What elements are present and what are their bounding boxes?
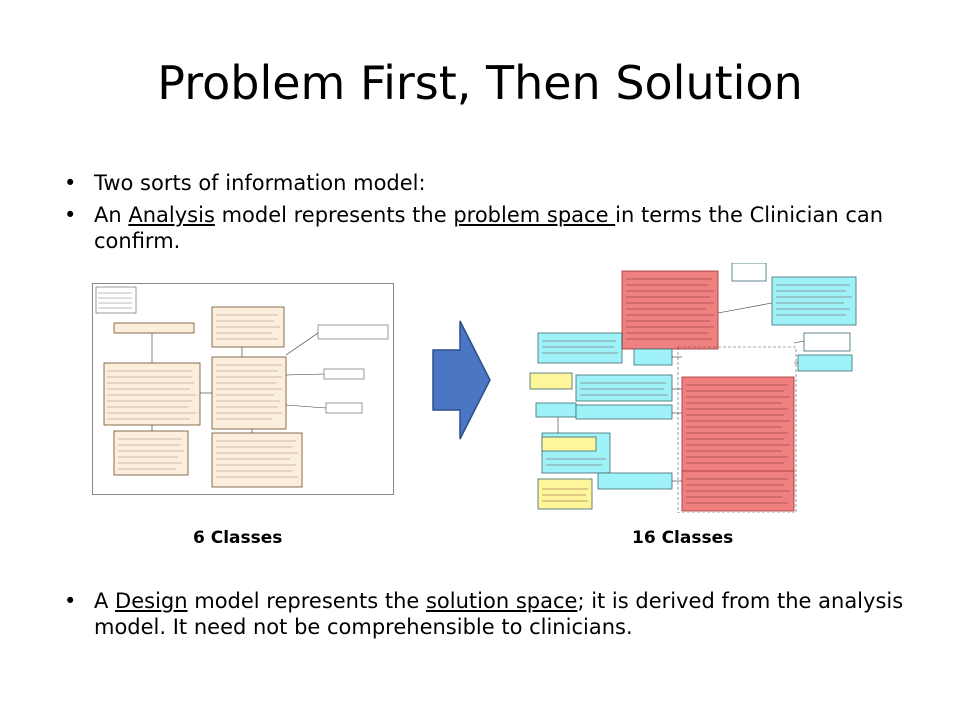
design-model-diagram: [529, 263, 857, 513]
caption-design-class-count: 16 Classes: [632, 528, 734, 548]
text-segment: A: [94, 589, 116, 613]
analysis-class-box: [113, 430, 189, 476]
analysis-class-box: [211, 432, 303, 488]
design-class-box: [803, 332, 851, 352]
bullet-text: A Design model represents the solution s…: [94, 589, 903, 639]
text-segment: in terms the Clinician can confirm.: [94, 203, 884, 253]
underlined-term: problem space: [453, 203, 616, 227]
caption-analysis-class-count: 6 Classes: [193, 528, 283, 548]
design-class-box: [575, 404, 673, 420]
text-segment: Two sorts of information model:: [94, 171, 426, 195]
analysis-legend-box: [95, 286, 137, 314]
analysis-class-box: [103, 362, 201, 426]
bullet-item: • Two sorts of information model:: [64, 170, 914, 196]
slide-title: Problem First, Then Solution: [157, 56, 803, 110]
bullet-list-top: • Two sorts of information model: • An A…: [64, 170, 914, 260]
design-class-box: [575, 374, 673, 402]
design-class-box: [633, 348, 673, 366]
text-segment: An: [94, 203, 129, 227]
analysis-class-box: [113, 322, 195, 334]
underlined-term: Analysis: [128, 203, 215, 227]
design-class-box: [597, 472, 673, 490]
underlined-term: solution space: [425, 589, 578, 613]
design-group-outline: [677, 346, 797, 513]
design-class-box: [537, 478, 593, 510]
analysis-class-box: [211, 356, 287, 430]
text-segment: model represents the: [187, 589, 426, 613]
design-class-box: [621, 270, 719, 350]
design-class-box: [797, 354, 853, 372]
bullet-text: Two sorts of information model:: [94, 171, 426, 195]
design-class-box: [541, 436, 597, 452]
design-class-box: [537, 332, 623, 364]
design-class-box: [529, 372, 573, 390]
underlined-term: Design: [115, 589, 188, 613]
bullet-dot: •: [64, 589, 77, 613]
design-class-box: [731, 263, 767, 282]
analysis-model-diagram: [92, 283, 394, 495]
bullet-dot: •: [64, 171, 77, 195]
transform-arrow-icon: [432, 320, 491, 440]
bullet-item: • A Design model represents the solution…: [64, 588, 924, 640]
bullet-dot: •: [64, 203, 77, 227]
text-segment: ; it is derived from the analysis model.…: [94, 589, 904, 639]
design-class-box: [535, 402, 577, 418]
design-class-box: [771, 276, 857, 326]
text-segment: model represents the: [214, 203, 454, 227]
bullet-list-bottom: • A Design model represents the solution…: [64, 588, 924, 646]
bullet-item: • An Analysis model represents the probl…: [64, 202, 914, 254]
bullet-text: An Analysis model represents the problem…: [94, 203, 883, 253]
